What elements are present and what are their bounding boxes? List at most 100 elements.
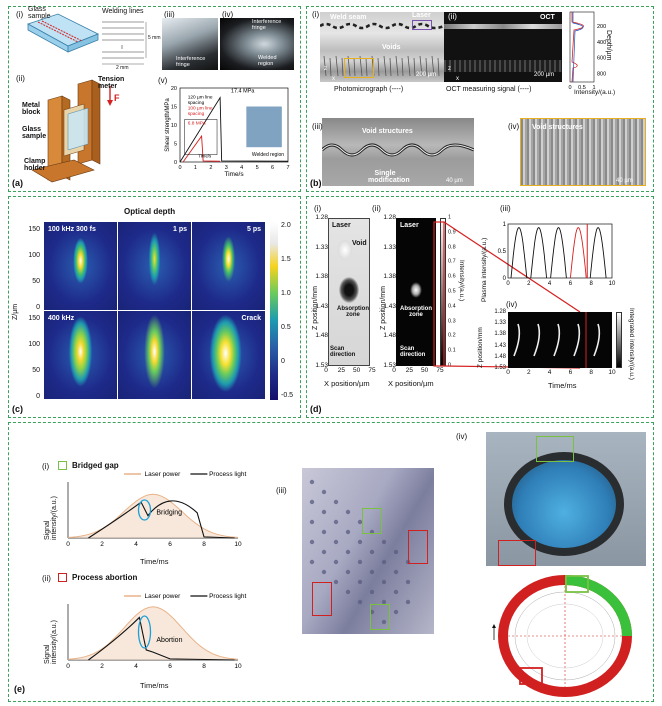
d-void: Void [352, 240, 367, 247]
tick-label: 1.53 [315, 361, 328, 369]
plasma-label: Plasma intensity/(a.u.) [481, 237, 488, 302]
d3-xtick: 6 [569, 281, 573, 287]
oct-signal-caption: OCT measuring signal (----) [446, 86, 532, 93]
welding-lines-label: Welding lines [102, 8, 144, 15]
a-legend-item: spacing [188, 100, 205, 106]
oct-label: OCT [540, 14, 555, 21]
e-laser-power-line [67, 606, 239, 660]
d3-pulse [589, 227, 607, 279]
a-series-red [182, 134, 221, 163]
panel-a [8, 6, 301, 192]
a-xtick: 1 [194, 165, 197, 171]
d-iv-streak [533, 323, 541, 357]
e-xtick: 4 [134, 541, 138, 548]
weld-ring-map [492, 575, 632, 697]
c-cbtick: 1.0 [281, 290, 291, 297]
d-absorption-1: Absorption zone [337, 306, 369, 318]
e-legend-laser: Laser power [145, 593, 182, 600]
tick-label: 1.53 [383, 361, 396, 369]
panel-c [8, 196, 301, 418]
optical-depth-cell [118, 311, 191, 399]
tick-label: 75 [436, 367, 444, 374]
d-scan-1: Scan direction [330, 346, 356, 358]
c-ytick: 0 [36, 304, 40, 311]
a-xtick: 3 [225, 165, 228, 171]
e-xtick: 10 [234, 541, 242, 548]
tick-label: 1.43 [494, 342, 506, 349]
d-iv-streak [513, 323, 521, 357]
d-intensity-tick: 1 [448, 214, 452, 221]
tick-label: 50 [353, 367, 361, 374]
d-sub-i: (i) [314, 204, 322, 213]
tick-label: 1.33 [494, 320, 506, 327]
tick-label: 1.48 [494, 353, 506, 360]
e-xtick: 0 [66, 541, 70, 548]
a-xtick: 5 [256, 165, 259, 171]
e-xtick: 8 [202, 541, 206, 548]
b-profile-blue [572, 12, 584, 83]
a-welded-region-label: Welded region [252, 152, 284, 158]
a-welded-photo [246, 106, 282, 148]
tick-label: 1.28 [383, 213, 396, 221]
a-series-black [179, 96, 289, 163]
tick-label: 1.33 [315, 243, 328, 251]
d3-xtick: 10 [609, 281, 616, 287]
e-sub-iv: (iv) [456, 432, 468, 441]
b-intensity-tick: 1 [592, 85, 595, 91]
axis-x-2: x [456, 76, 459, 82]
c-ytick: 50 [32, 367, 40, 374]
d3-pulse [530, 227, 548, 279]
d-integrated-bar [616, 312, 622, 368]
d-ii-image [396, 218, 436, 366]
d-iv-streak [573, 323, 581, 357]
interference-photo-1 [162, 18, 218, 70]
void-structures-label-2: Void structures [532, 124, 583, 131]
welding-lines-diagram [102, 21, 147, 65]
d-intensity-tick: 0.9 [448, 229, 456, 236]
glass-sample-schematic [27, 13, 99, 53]
void-structures-photo-2 [520, 118, 646, 186]
e-xtick: 2 [100, 663, 104, 670]
scale-200-1: 200 µm [416, 72, 437, 78]
a-ytick: 15 [171, 105, 177, 111]
b-sub-ii: (ii) [448, 12, 457, 21]
d-integrated-label: Integrated intensity/(a.u.) [628, 308, 635, 380]
e-laser-fill [68, 606, 238, 660]
laser-box [412, 20, 432, 30]
d-intensity-tick: 0.4 [448, 303, 456, 310]
e-iv-photo [486, 432, 646, 566]
weld-seam-label: Weld seam [330, 14, 367, 21]
tick-label: 25 [405, 367, 413, 374]
optical-depth-cell: 1 ps [118, 222, 191, 310]
e-iv-green-box [536, 436, 574, 462]
b-depth-tick: 400 [597, 40, 606, 46]
optical-depth-cell-label: 100 kHz 300 fs [48, 226, 96, 233]
e-xlabel-1: Time/ms [140, 557, 169, 566]
d-absorption-2: Absorption zone [400, 306, 432, 318]
tick-label: 1.43 [383, 302, 396, 310]
e-iii-green-box-1 [362, 508, 382, 534]
optical-depth-title: Optical depth [124, 207, 176, 216]
d3-ytick: 0 [503, 276, 507, 282]
panel-b [306, 6, 654, 192]
e-process-light-line [88, 500, 235, 539]
tick-label: 4 [547, 369, 552, 376]
clamp-holder-label: Clamp holder [24, 158, 46, 172]
weld-seam-dots [320, 22, 444, 30]
tick-label: 1.43 [315, 302, 328, 310]
d-iv-streak [553, 323, 561, 357]
tick-label: 25 [337, 367, 345, 374]
tick-label: 0 [392, 367, 396, 374]
b-sub-iv: (iv) [508, 122, 520, 131]
b-sub-iii: (iii) [312, 122, 323, 131]
e-iii-green-box-2 [370, 604, 390, 630]
tick-label: 1.33 [383, 243, 396, 251]
tick-label: 0 [506, 369, 510, 376]
optical-depth-cell: 400 kHz [44, 311, 117, 399]
glass-sample-label: Glass sample [28, 6, 51, 20]
